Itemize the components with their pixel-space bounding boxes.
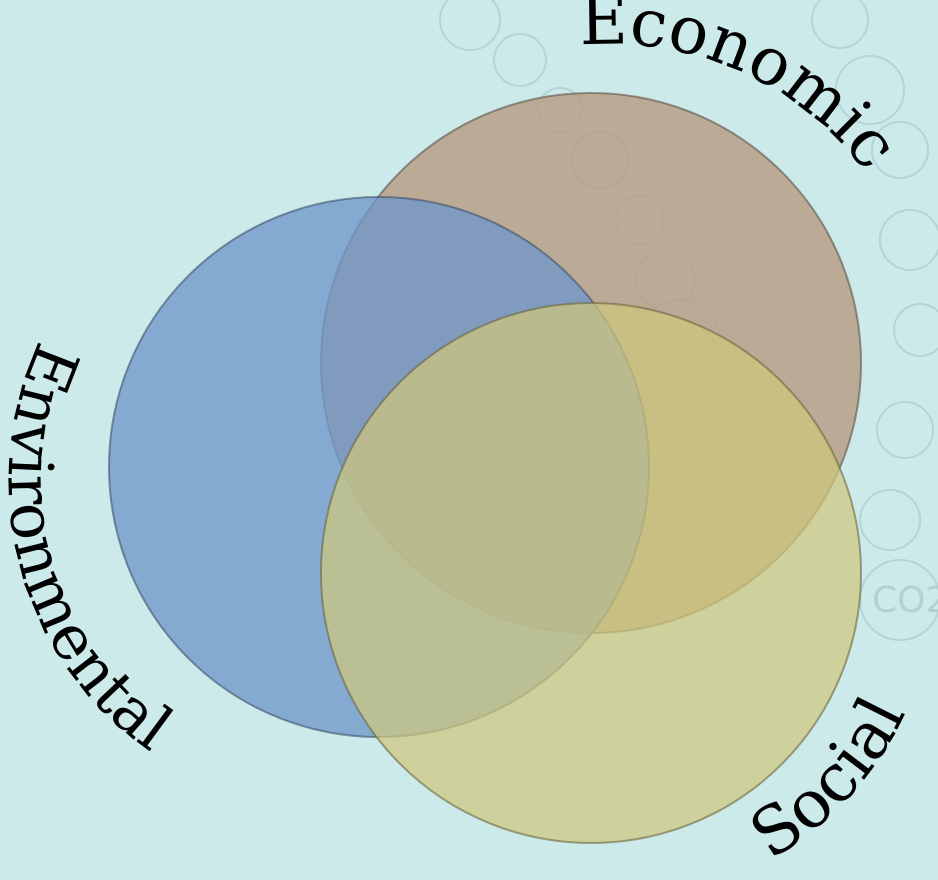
social-circle — [320, 302, 862, 844]
co2-watermark-text-2: CO2 — [872, 580, 938, 621]
